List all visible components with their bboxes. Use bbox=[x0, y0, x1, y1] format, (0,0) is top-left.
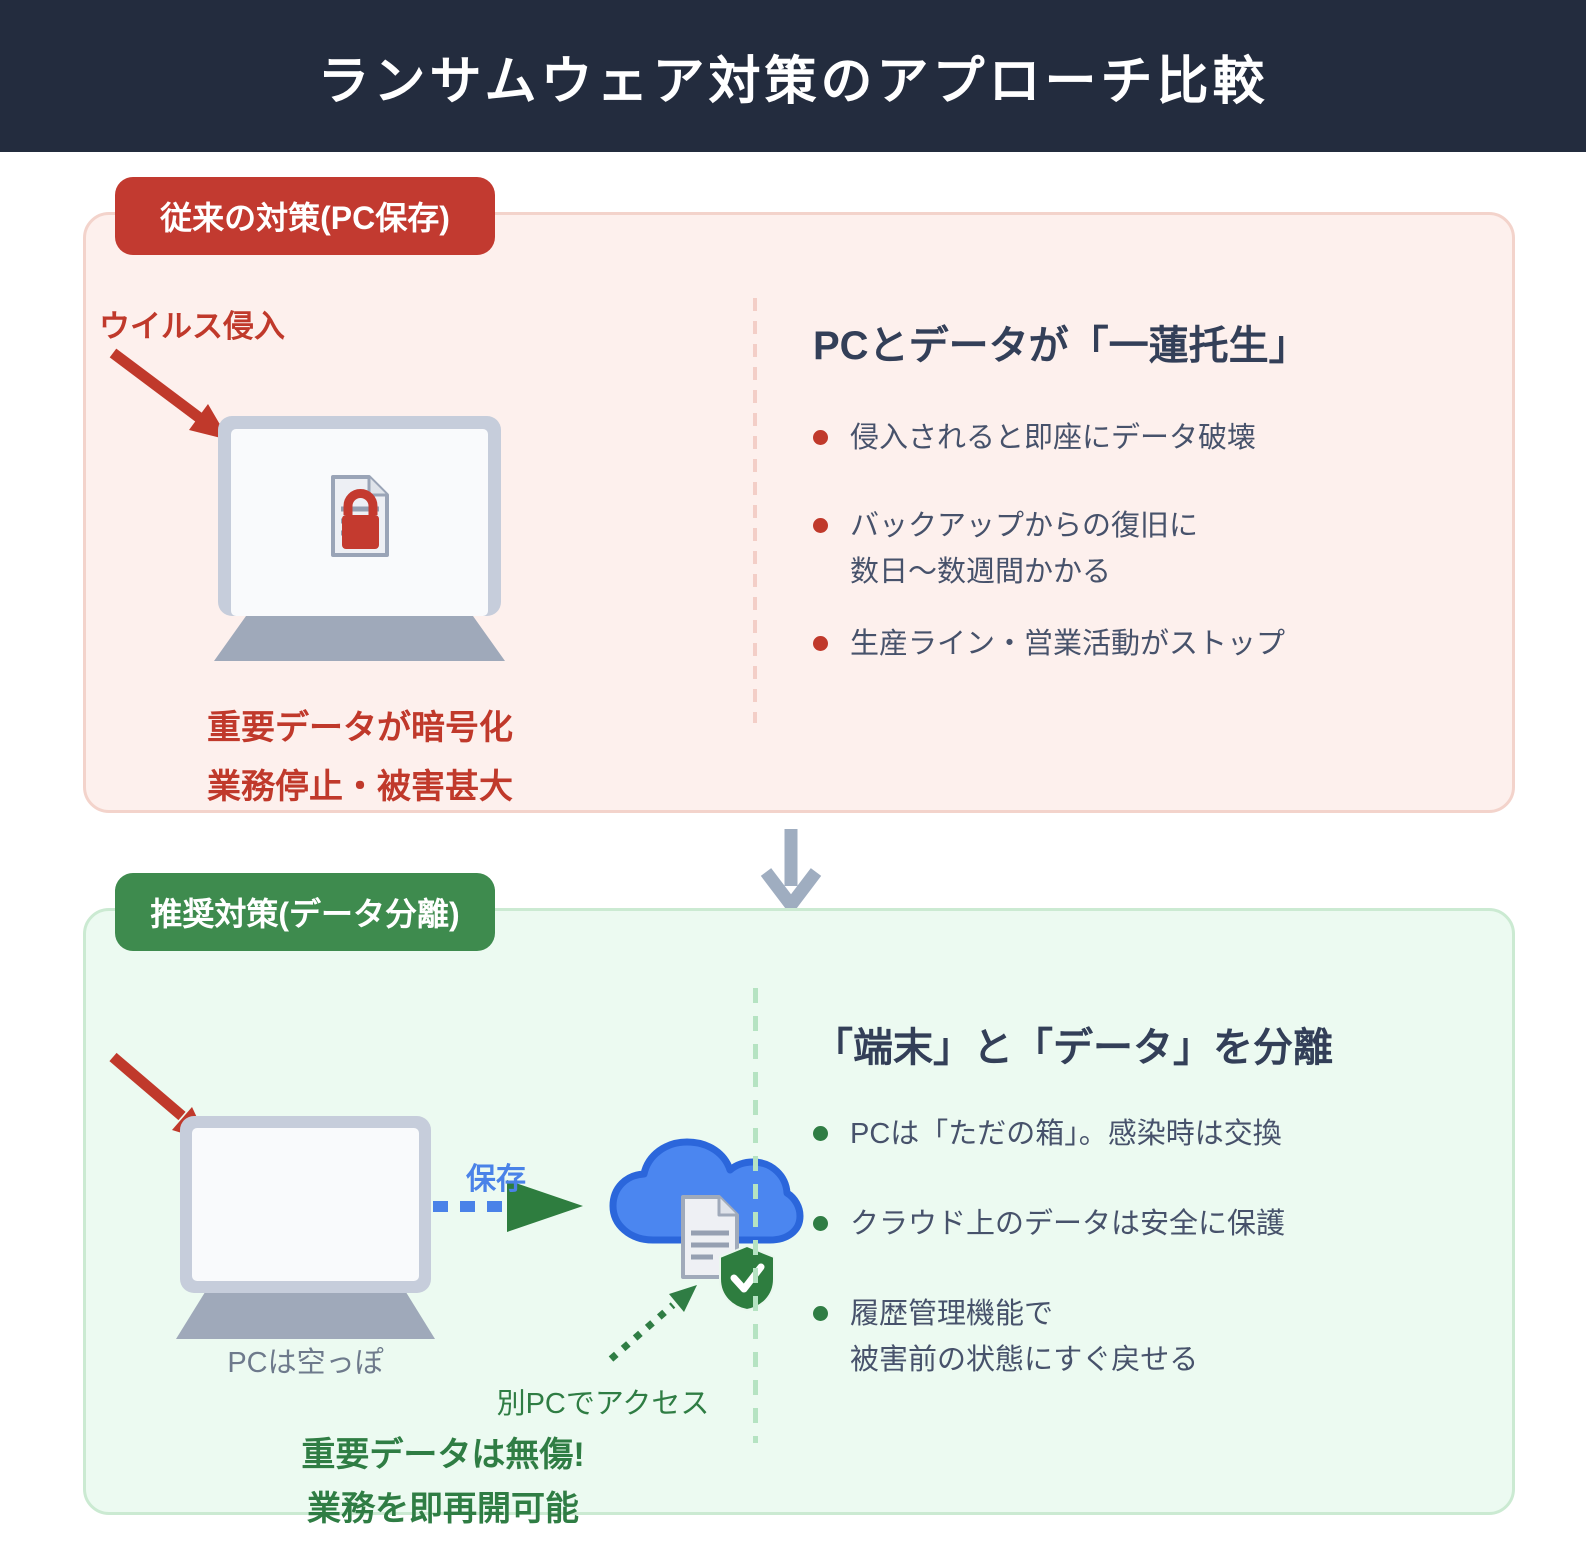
traditional-panel: 従来の対策(PC保存) ウイルス侵入 bbox=[83, 177, 1515, 813]
laptop-base bbox=[214, 616, 505, 661]
bullet-dot-icon bbox=[813, 1306, 828, 1321]
empty-laptop-icon bbox=[176, 1116, 435, 1339]
traditional-heading: PCとデータが「一蓮托生」 bbox=[813, 324, 1309, 368]
traditional-badge-label: 従来の対策(PC保存) bbox=[160, 200, 450, 236]
laptop-base bbox=[176, 1293, 435, 1339]
header-bar: ランサムウェア対策のアプローチ比較 bbox=[0, 0, 1586, 152]
bullet-line: バックアップからの復旧に bbox=[850, 510, 1199, 542]
bullet-line: クラウド上のデータは安全に保護 bbox=[850, 1208, 1286, 1240]
traditional-bullet-1: 侵入されると即座にデータ破壊 bbox=[813, 415, 1256, 461]
shield-check-icon bbox=[719, 1244, 775, 1312]
traditional-divider bbox=[753, 298, 757, 723]
page-title: ランサムウェア対策のアプローチ比較 bbox=[317, 52, 1269, 111]
locked-document-icon bbox=[330, 475, 389, 557]
locked-document-wrap bbox=[329, 473, 391, 559]
recommended-caption-line2: 業務を即再開可能 bbox=[307, 1490, 579, 1528]
padlock-shackle bbox=[343, 489, 377, 515]
down-arrow-icon bbox=[760, 829, 822, 914]
recommended-panel: 推奨対策(データ分離) PCは空っぽ 保存 bbox=[83, 873, 1515, 1528]
traditional-badge: 従来の対策(PC保存) bbox=[115, 177, 495, 255]
recommended-caption-line1: 重要データは無傷! bbox=[301, 1436, 585, 1474]
bullet-line: 侵入されると即座にデータ破壊 bbox=[850, 422, 1257, 454]
laptop-screen bbox=[192, 1128, 419, 1281]
save-label: 保存 bbox=[466, 1163, 526, 1196]
bullet-dot-icon bbox=[813, 518, 828, 533]
recommended-bullet-1: PCは「ただの箱」。感染時は交換 bbox=[813, 1111, 1282, 1157]
traditional-bullet-2: バックアップからの復旧に 数日〜数週間かかる bbox=[813, 503, 1198, 595]
traditional-bullet-3: 生産ライン・営業活動がストップ bbox=[813, 621, 1285, 667]
bullet-line: PCは「ただの箱」。感染時は交換 bbox=[850, 1118, 1282, 1150]
recommended-badge: 推奨対策(データ分離) bbox=[115, 873, 495, 951]
recommended-heading: 「端末」と「データ」を分離 bbox=[813, 1026, 1333, 1070]
bullet-dot-icon bbox=[813, 1216, 828, 1231]
save-dashed-line bbox=[433, 1201, 509, 1212]
virus-intrusion-label: ウイルス侵入 bbox=[99, 309, 285, 344]
recommended-divider bbox=[753, 988, 758, 1443]
bullet-dot-icon bbox=[813, 430, 828, 445]
traditional-caption-line2: 業務停止・被害甚大 bbox=[207, 768, 513, 806]
access-arrow-icon bbox=[608, 1285, 697, 1362]
padlock-body bbox=[341, 515, 379, 549]
bullet-line: 数日〜数週間かかる bbox=[850, 556, 1112, 588]
bullet-dot-icon bbox=[813, 1126, 828, 1141]
bullet-dot-icon bbox=[813, 636, 828, 651]
pc-empty-caption: PCは空っぽ bbox=[227, 1347, 384, 1379]
traditional-caption-line1: 重要データが暗号化 bbox=[207, 709, 513, 747]
infected-laptop-icon bbox=[214, 416, 505, 661]
access-label: 別PCでアクセス bbox=[496, 1388, 710, 1420]
recommended-bullet-2: クラウド上のデータは安全に保護 bbox=[813, 1201, 1285, 1247]
bullet-line: 生産ライン・営業活動がストップ bbox=[850, 628, 1286, 660]
bullet-line: 被害前の状態にすぐ戻せる bbox=[850, 1344, 1199, 1376]
save-arrowhead-icon bbox=[507, 1180, 583, 1232]
recommended-badge-label: 推奨対策(データ分離) bbox=[150, 896, 460, 932]
bullet-line: 履歴管理機能で bbox=[850, 1298, 1054, 1330]
recommended-bullet-3: 履歴管理機能で 被害前の状態にすぐ戻せる bbox=[813, 1291, 1198, 1383]
